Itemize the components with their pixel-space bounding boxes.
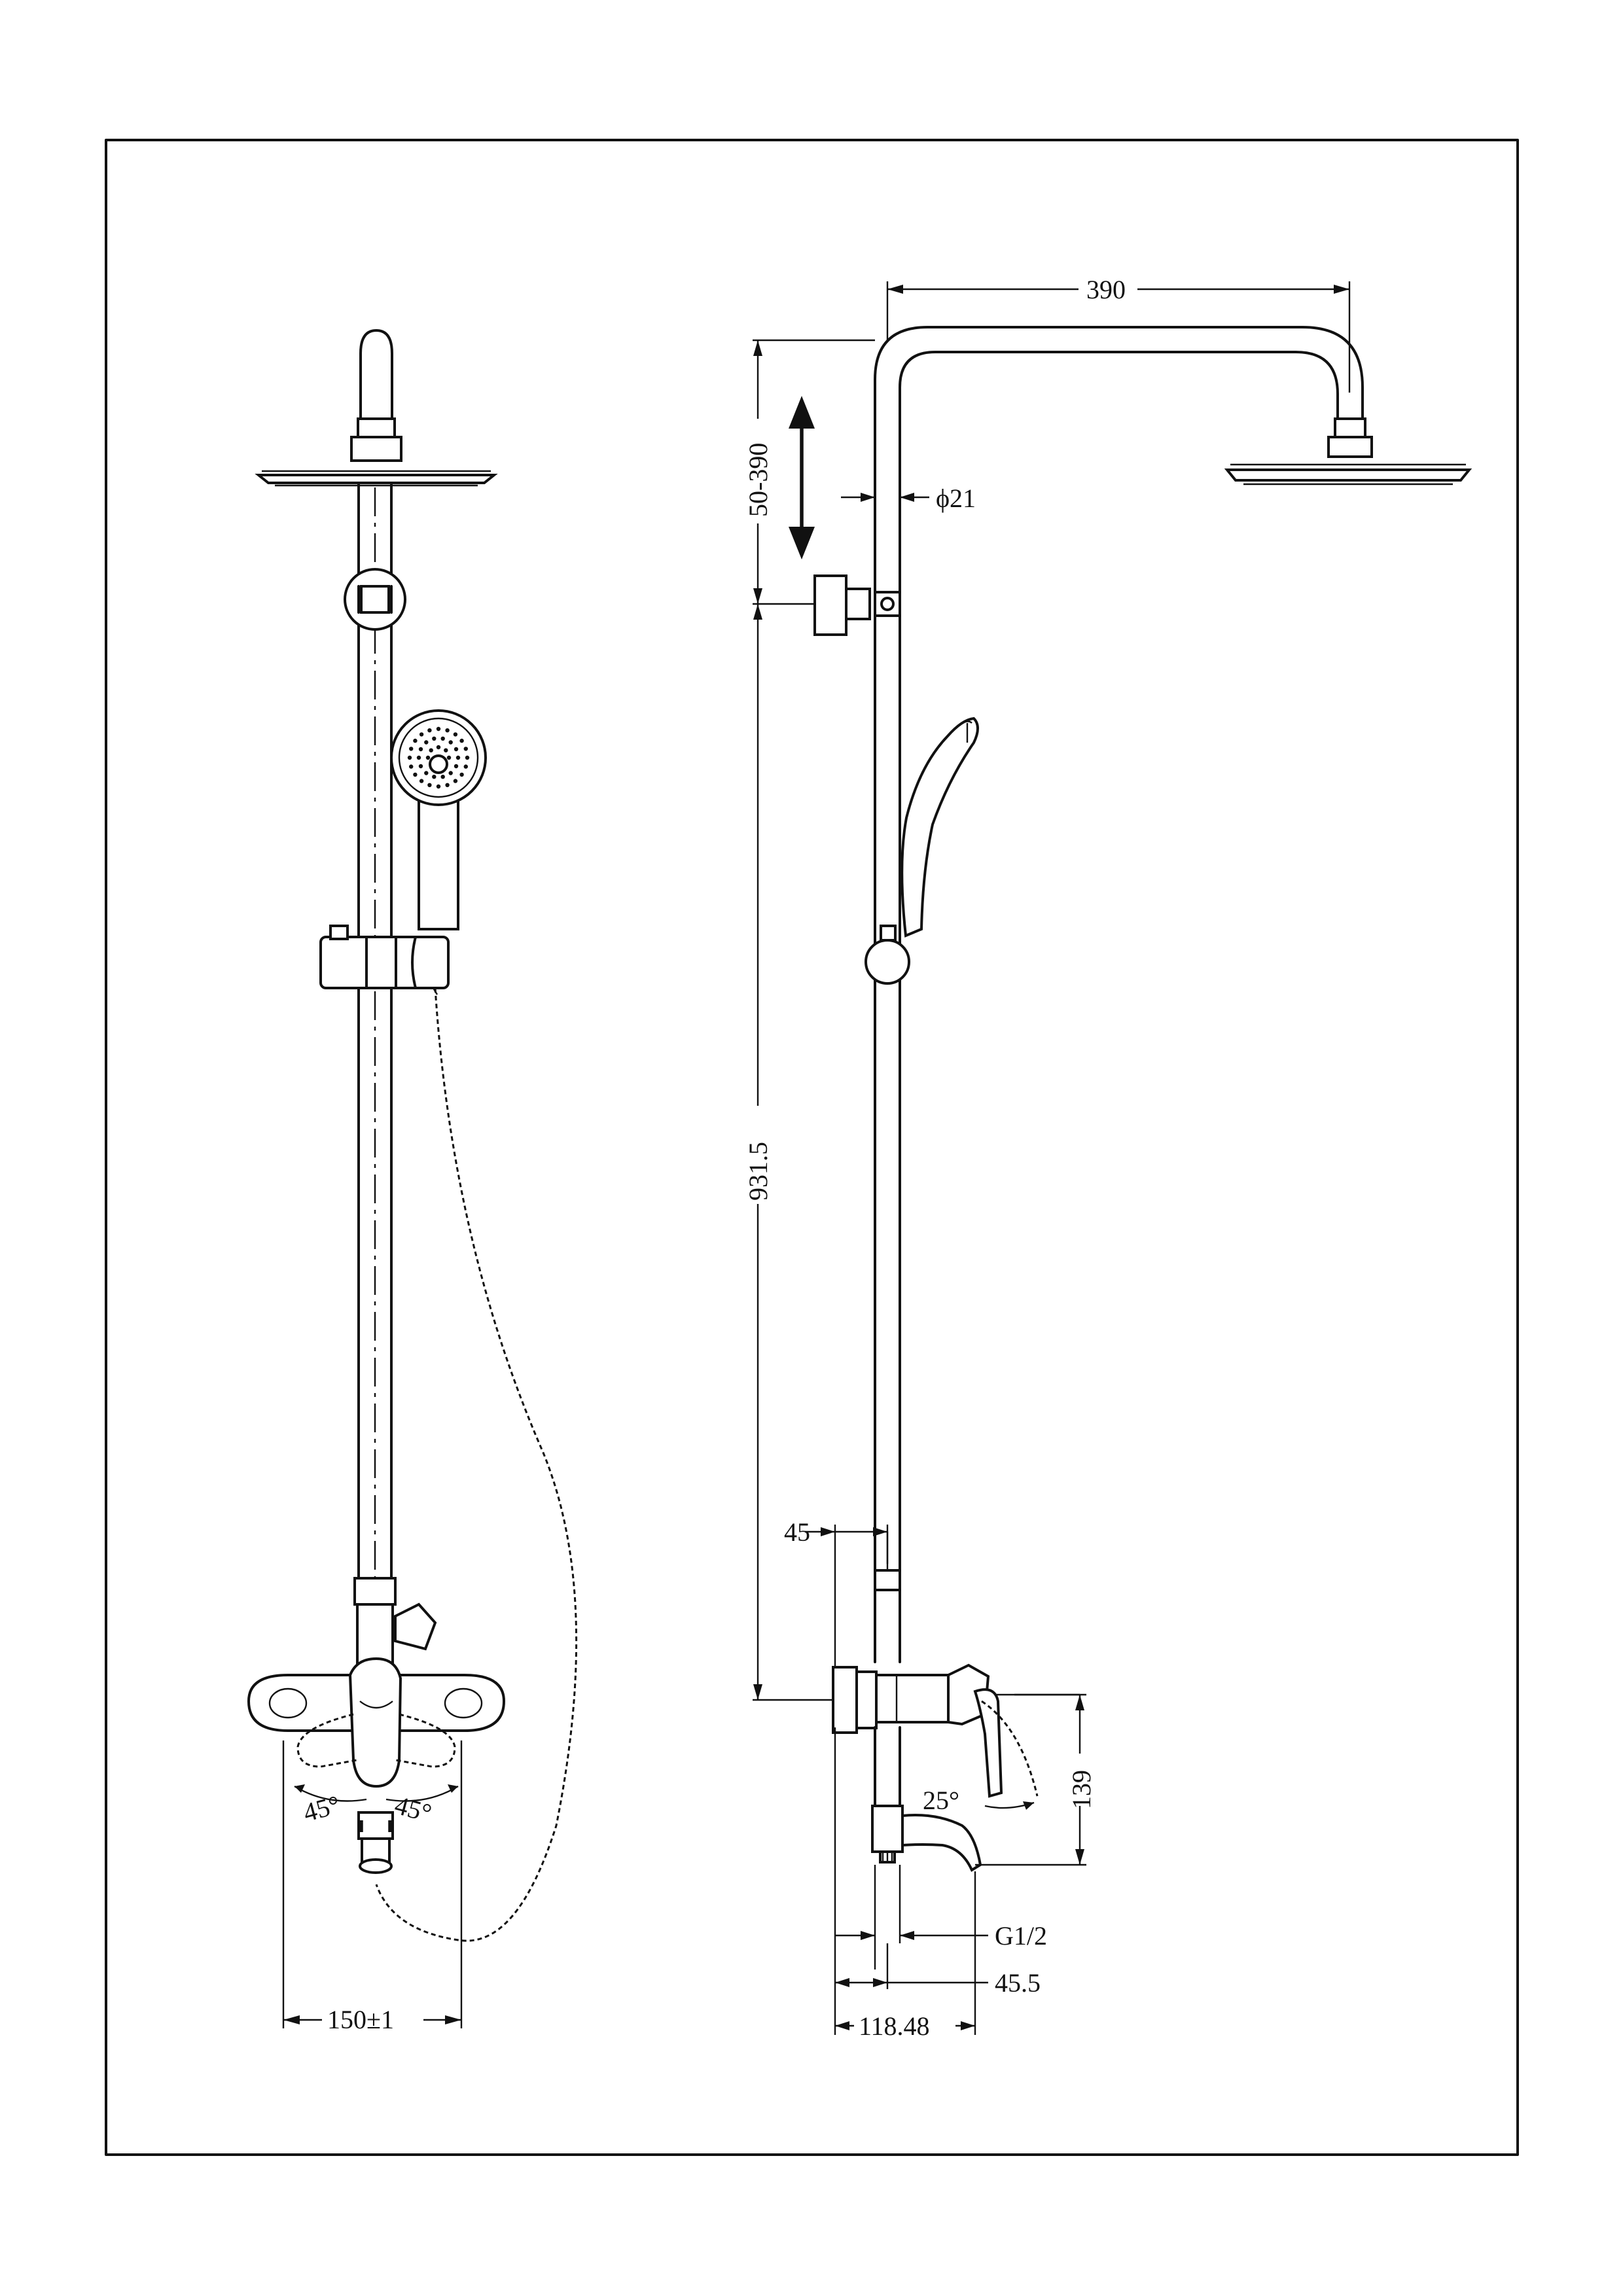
nozzle-dot bbox=[445, 728, 450, 733]
side-view: 390 ϕ21 50-390 bbox=[740, 272, 1472, 2041]
nozzle-dot bbox=[436, 726, 441, 732]
side-spout bbox=[901, 1814, 982, 1872]
nozzle-dot bbox=[432, 736, 437, 741]
front-mixer-lever bbox=[348, 1657, 402, 1788]
nozzle-dot bbox=[419, 732, 424, 737]
nozzle-dot bbox=[436, 745, 441, 750]
nozzle-dot bbox=[409, 764, 414, 769]
nozzle-dot bbox=[446, 755, 452, 760]
label-riser-height: 931.5 bbox=[743, 1142, 773, 1201]
nozzle-dot bbox=[416, 755, 421, 760]
front-spout bbox=[357, 1811, 394, 1840]
nozzle-dot bbox=[459, 738, 464, 743]
nozzle-dot bbox=[465, 755, 470, 760]
side-overhead-shower-head bbox=[1224, 468, 1472, 482]
nozzle-dot bbox=[424, 771, 429, 775]
nozzle-dot bbox=[413, 738, 418, 743]
nozzle-dot bbox=[454, 764, 459, 769]
nozzle-dot bbox=[425, 755, 431, 760]
front-head-connector bbox=[357, 417, 396, 438]
nozzle-dot bbox=[418, 747, 423, 752]
label-pipe-diameter: ϕ21 bbox=[936, 484, 976, 513]
label-spout-offset: 45.5 bbox=[995, 1968, 1041, 1998]
label-center-distance: 150±1 bbox=[327, 2005, 394, 2034]
front-diverter bbox=[394, 1602, 437, 1651]
side-mixer-lever bbox=[973, 1688, 1003, 1798]
nozzle-dot bbox=[413, 772, 418, 777]
nozzle-dot bbox=[436, 784, 441, 789]
label-lever-angle-right: 45° bbox=[392, 1790, 435, 1828]
nozzle-dot bbox=[448, 740, 453, 745]
front-lower-coupling bbox=[353, 1577, 397, 1606]
nozzle-dot bbox=[448, 771, 453, 775]
front-overhead-shower-head bbox=[255, 474, 498, 484]
nozzle-dot bbox=[453, 732, 458, 737]
side-wall-bracket bbox=[813, 574, 847, 636]
nozzle-dot bbox=[409, 747, 414, 751]
front-head-nut bbox=[350, 436, 402, 462]
nozzle-dot bbox=[454, 747, 459, 752]
front-slider bbox=[319, 936, 450, 989]
side-head-connector bbox=[1334, 417, 1366, 438]
front-view: 45° 45° 150±1 bbox=[247, 329, 578, 2034]
label-height-adjust: 50-390 bbox=[743, 443, 773, 517]
label-total-depth: 118.48 bbox=[859, 2011, 930, 2041]
front-hand-shower bbox=[418, 792, 459, 930]
side-spout-base bbox=[871, 1805, 904, 1853]
nozzle-dot bbox=[445, 783, 450, 788]
nozzle-dot bbox=[407, 755, 412, 760]
nozzle-dot bbox=[427, 728, 432, 733]
nozzle-dot bbox=[427, 783, 432, 788]
side-mixer-flange bbox=[832, 1666, 858, 1734]
front-hose bbox=[375, 987, 578, 1942]
front-lever-ghost-right bbox=[395, 1713, 456, 1768]
front-hand-shower-nozzles bbox=[407, 726, 470, 789]
nozzle-dot bbox=[463, 747, 468, 751]
label-lower-pipe-offset: 45 bbox=[784, 1517, 810, 1547]
nozzle-dot bbox=[429, 748, 433, 752]
nozzle-dot bbox=[453, 779, 458, 783]
nozzle-dot bbox=[463, 764, 468, 769]
side-shower-arm bbox=[874, 326, 1364, 580]
nozzle-dot bbox=[444, 748, 448, 752]
nozzle-dot bbox=[455, 755, 461, 760]
label-spout-height: 139 bbox=[1067, 1770, 1096, 1809]
nozzle-dot bbox=[440, 736, 445, 741]
label-connection-thread: G1/2 bbox=[995, 1921, 1047, 1951]
nozzle-dot bbox=[459, 772, 464, 777]
nozzle-dot bbox=[419, 779, 424, 783]
nozzle-dot bbox=[432, 775, 437, 779]
label-lever-angle-left: 45° bbox=[300, 1790, 344, 1828]
nozzle-dot bbox=[440, 775, 445, 779]
side-slider-knob bbox=[865, 939, 910, 985]
label-head-arm-length: 390 bbox=[1086, 275, 1126, 304]
side-hand-shower bbox=[901, 716, 979, 938]
nozzle-dot bbox=[418, 764, 423, 769]
label-lever-angle-side: 25° bbox=[923, 1786, 959, 1815]
side-mixer-body bbox=[875, 1674, 950, 1723]
front-lever-ghost-left bbox=[296, 1713, 357, 1768]
front-gooseneck bbox=[359, 329, 393, 420]
nozzle-dot bbox=[424, 740, 429, 745]
drawing-border bbox=[105, 139, 1519, 2156]
